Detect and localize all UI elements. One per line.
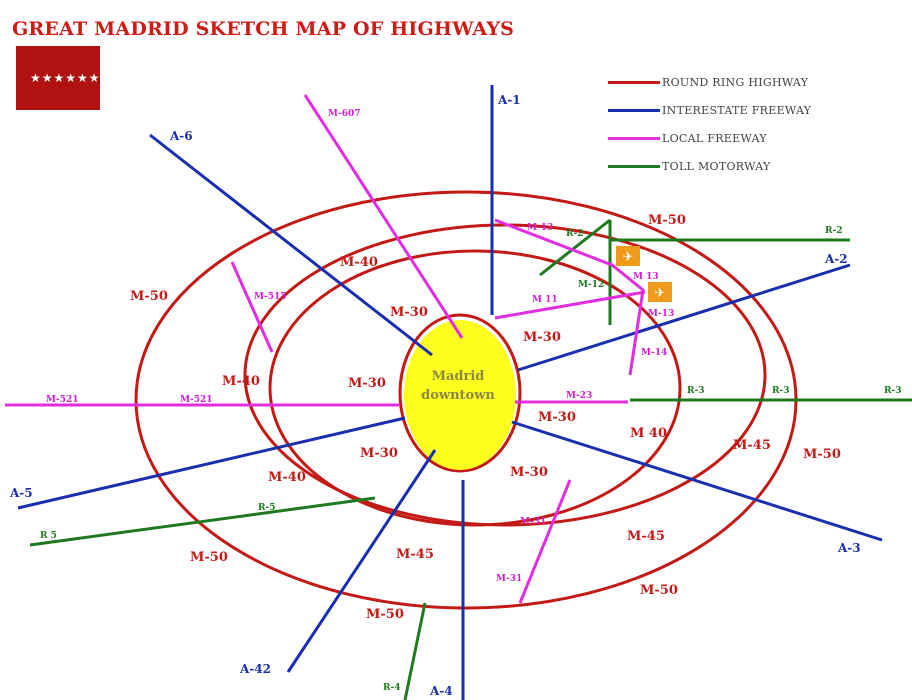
- m515-road: [230, 261, 274, 353]
- label-a42: A-42: [239, 662, 271, 676]
- toll-labels: R-2 R-2 M-12 R-3 R-3 R-3 R-5 R 5 R-4: [40, 226, 901, 693]
- a3-road: [511, 420, 883, 542]
- a2-road: [517, 263, 851, 372]
- label-m50-ne: M-50: [648, 213, 686, 228]
- m31-road: [518, 479, 572, 604]
- label-r3-2: R-3: [772, 386, 789, 396]
- label-m13: M-13: [527, 223, 553, 233]
- label-m31-2: M-31: [496, 574, 522, 584]
- label-m40-w: M-40: [222, 374, 260, 389]
- legend-swatch-interstate: [608, 108, 660, 112]
- label-m30-e: M-30: [538, 410, 576, 425]
- m30-ring: [398, 313, 522, 473]
- m607-road: [303, 94, 464, 339]
- label-a1: A-1: [497, 93, 521, 107]
- downtown-label-1: Madrid: [432, 369, 485, 384]
- legend-swatch-ring: [608, 80, 660, 84]
- label-m45-s: M-45: [396, 547, 434, 562]
- label-m50-w: M-50: [130, 289, 168, 304]
- label-m45-e: M-45: [733, 438, 771, 453]
- legend-label: ROUND RING HIGHWAY: [662, 75, 809, 89]
- legend-swatch-local: [608, 136, 660, 140]
- label-m50-se: M-50: [640, 583, 678, 598]
- label-m31-1: M-31: [520, 517, 546, 527]
- label-m521-2: M-521: [180, 395, 212, 405]
- local-labels: M-607 M-515 M-521 M-521 M-13 M 13 M 11 M…: [46, 109, 674, 584]
- label-a6: A-6: [169, 129, 193, 143]
- label-r2-spur: R-2: [566, 229, 583, 239]
- svg-text:✈: ✈: [623, 250, 634, 265]
- label-m13c: M-13: [648, 309, 674, 319]
- a6-road: [149, 133, 433, 357]
- legend-label: TOLL MOTORWAY: [662, 159, 771, 173]
- label-m50-e: M-50: [803, 447, 841, 462]
- downtown-area: [404, 320, 516, 470]
- label-m607: M-607: [328, 109, 360, 119]
- airport-icon-1: ✈: [616, 246, 640, 266]
- a5-road: [17, 416, 406, 510]
- legend-item-ring: ROUND RING HIGHWAY: [608, 68, 811, 96]
- m11-road: [494, 290, 646, 320]
- a42-road: [286, 449, 437, 673]
- label-a3: A-3: [837, 541, 861, 555]
- downtown-label-2: downtown: [421, 388, 495, 403]
- legend-label: LOCAL FREEWAY: [662, 131, 767, 145]
- legend-item-interstate: INTERESTATE FREEWAY: [608, 96, 811, 124]
- toll-motorways: [29, 218, 912, 700]
- airport-icon-2: ✈: [648, 282, 672, 302]
- label-r5: R-5: [258, 503, 275, 513]
- label-a2: A-2: [824, 252, 848, 266]
- r4-road: [403, 602, 427, 700]
- label-m40-e: M 40: [630, 426, 667, 441]
- label-r2: R-2: [825, 226, 842, 236]
- label-r3-1: R-3: [687, 386, 704, 396]
- label-m30-n: M-30: [390, 305, 428, 320]
- label-m40-n: M-40: [340, 255, 378, 270]
- ring-labels: M-50 M-50 M-50 M-50 M-50 M-50 M-40 M-40 …: [130, 213, 841, 622]
- legend: ROUND RING HIGHWAY INTERESTATE FREEWAY L…: [608, 68, 811, 180]
- legend-item-local: LOCAL FREEWAY: [608, 124, 811, 152]
- label-m521-1: M-521: [46, 395, 78, 405]
- interstate-freeways: [17, 85, 883, 700]
- label-m40-sw: M-40: [268, 470, 306, 485]
- label-r3-3: R-3: [884, 386, 901, 396]
- label-m30-s: M-30: [510, 465, 548, 480]
- r2-spur: [539, 218, 611, 277]
- label-m14: M-14: [641, 348, 667, 358]
- madrid-flag: ★★★★★★★: [16, 46, 111, 110]
- label-r4: R-4: [383, 683, 400, 693]
- label-r5b: R 5: [40, 531, 57, 541]
- label-m11: M 11: [532, 295, 558, 305]
- legend-item-toll: TOLL MOTORWAY: [608, 152, 811, 180]
- label-m30-w: M-30: [348, 376, 386, 391]
- label-m50-sw: M-50: [190, 550, 228, 565]
- label-a5: A-5: [9, 486, 33, 500]
- label-m23: M-23: [566, 391, 592, 401]
- m40-ring: [268, 249, 682, 527]
- label-m515: M-515: [254, 292, 286, 302]
- r5-road: [29, 496, 376, 547]
- legend-label: INTERESTATE FREEWAY: [662, 103, 812, 117]
- svg-text:✈: ✈: [655, 286, 666, 301]
- m13-m14-road: [494, 218, 645, 376]
- legend-swatch-toll: [608, 164, 660, 168]
- label-m45-se: M-45: [627, 529, 665, 544]
- label-m50-s: M-50: [366, 607, 404, 622]
- label-m30-sw: M-30: [360, 446, 398, 461]
- map-title: GREAT MADRID SKETCH MAP OF HIGHWAYS: [12, 18, 515, 40]
- label-a4: A-4: [429, 684, 453, 698]
- interstate-labels: A-1 A-6 A-2 A-5 A-3 A-42 A-4: [9, 93, 861, 698]
- label-m13b: M 13: [633, 272, 659, 282]
- label-m30-ne: M-30: [523, 330, 561, 345]
- local-freeways: [5, 94, 646, 604]
- label-m12: M-12: [578, 280, 604, 290]
